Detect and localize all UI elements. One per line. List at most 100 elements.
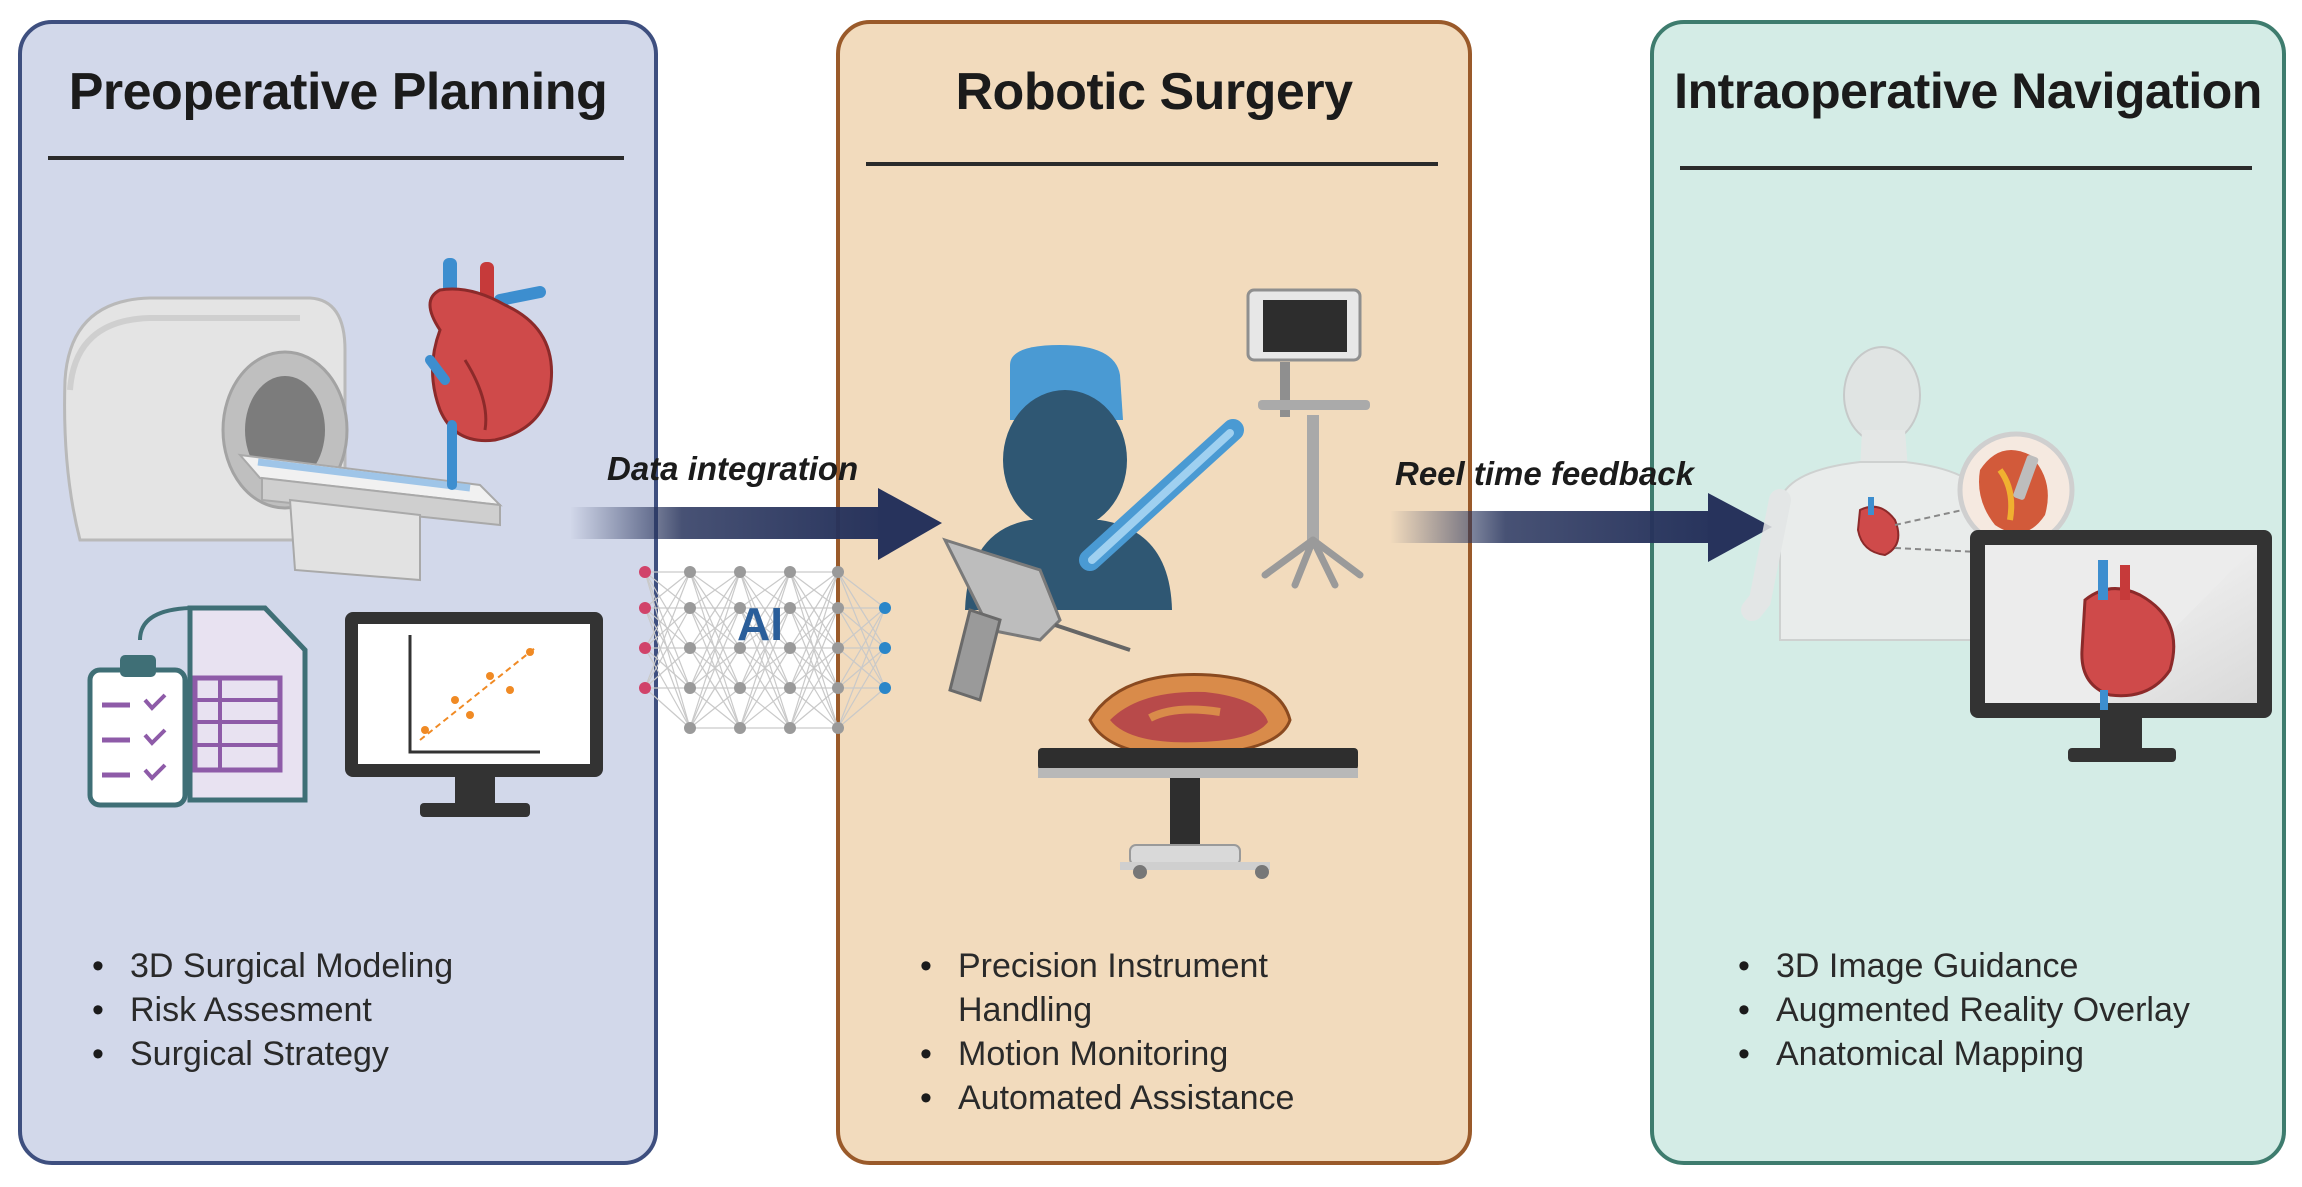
network-edge xyxy=(739,607,791,649)
network-edge xyxy=(837,571,886,649)
network-edge xyxy=(789,571,839,689)
network-edge xyxy=(689,687,741,729)
network-node xyxy=(832,682,844,694)
realtime-feedback-label: Reel time feedback xyxy=(1395,455,1694,492)
network-edge xyxy=(644,607,691,649)
bullet-list: 3D Image Guidance Augmented Reality Over… xyxy=(1734,944,2190,1076)
bullet-list: 3D Surgical Modeling Risk Assesment Surg… xyxy=(88,944,453,1076)
panel-title: Robotic Surgery xyxy=(955,63,1354,121)
panel-robotic-surgery: Robotic Surgery Precision Instrument Han… xyxy=(836,20,1472,1165)
network-node xyxy=(639,566,651,578)
human-body-icon xyxy=(1741,346,1986,641)
network-edge xyxy=(739,687,791,729)
network-edge xyxy=(837,571,886,689)
network-edge xyxy=(789,647,839,729)
network-edge xyxy=(739,571,791,689)
panel-title: Preoperative Planning xyxy=(68,63,608,121)
network-node xyxy=(832,602,844,614)
bullet-item: 3D Image Guidance xyxy=(1734,944,2190,988)
panel-preoperative-planning: Preoperative Planning 3D Surgical Modeli… xyxy=(18,20,658,1165)
network-edge xyxy=(789,607,839,729)
neural-network-icon xyxy=(639,566,891,734)
operating-table-icon xyxy=(1038,673,1358,879)
network-edge xyxy=(789,571,839,609)
network-node xyxy=(639,642,651,654)
network-node xyxy=(639,682,651,694)
network-edge xyxy=(789,571,839,649)
network-node xyxy=(684,682,696,694)
network-edge xyxy=(689,607,741,649)
network-node xyxy=(879,602,891,614)
realtime-feedback-arrow xyxy=(1390,493,1772,562)
network-edge xyxy=(789,607,839,649)
bullet-item: Anatomical Mapping xyxy=(1734,1032,2190,1076)
network-node xyxy=(684,642,696,654)
network-edge xyxy=(689,607,741,689)
chest-heart-icon xyxy=(1856,497,1900,557)
heart-icon xyxy=(425,258,553,490)
network-edge xyxy=(644,571,691,729)
network-edge xyxy=(837,647,886,729)
network-edge xyxy=(689,607,741,729)
bullet-item: Risk Assesment xyxy=(88,988,453,1032)
network-edge xyxy=(689,571,741,609)
bullet-item: Motion Monitoring xyxy=(916,1032,1336,1076)
monitor-heart-icon xyxy=(1970,530,2272,762)
network-node xyxy=(684,602,696,614)
network-node xyxy=(832,566,844,578)
network-node xyxy=(684,566,696,578)
network-node xyxy=(734,642,746,654)
bullet-item: Surgical Strategy xyxy=(88,1032,453,1076)
panel-title: Intraoperative Navigation xyxy=(1674,63,2262,119)
network-edge xyxy=(837,607,886,689)
network-edge xyxy=(837,687,886,729)
network-node xyxy=(784,642,796,654)
mri-scanner-icon xyxy=(63,296,503,582)
network-node xyxy=(734,722,746,734)
ai-label: AI xyxy=(737,598,783,650)
network-edge xyxy=(789,571,839,729)
title-divider xyxy=(1680,166,2252,170)
network-edge xyxy=(689,571,741,689)
network-edge xyxy=(644,647,691,689)
network-edge xyxy=(837,571,886,609)
magnified-heart-icon xyxy=(1957,431,2075,549)
bullet-item: Augmented Reality Overlay xyxy=(1734,988,2190,1032)
network-node xyxy=(832,722,844,734)
monitor-stand-icon xyxy=(1246,288,1370,589)
data-integration-label: Data integration xyxy=(607,450,859,487)
network-node xyxy=(879,642,891,654)
network-node xyxy=(784,566,796,578)
surgical-drill-icon xyxy=(942,537,1131,702)
bullet-item: 3D Surgical Modeling xyxy=(88,944,453,988)
title-divider xyxy=(48,156,624,160)
network-edge xyxy=(644,607,691,689)
network-node xyxy=(734,682,746,694)
network-edge xyxy=(739,607,791,729)
bullet-item: Precision Instrument Handling xyxy=(916,944,1336,1032)
network-edge xyxy=(739,607,791,689)
network-node xyxy=(784,722,796,734)
network-edge xyxy=(644,687,691,729)
bullet-list: Precision Instrument Handling Motion Mon… xyxy=(916,944,1336,1120)
surgeon-icon xyxy=(965,345,1244,610)
title-divider xyxy=(866,162,1438,166)
network-edge xyxy=(789,687,839,729)
network-edge xyxy=(739,571,791,609)
network-edge xyxy=(644,571,691,609)
network-node xyxy=(832,642,844,654)
network-edge xyxy=(739,571,791,649)
network-edge xyxy=(739,647,791,729)
network-node xyxy=(734,566,746,578)
network-edge xyxy=(689,647,741,729)
clipboard-icon xyxy=(87,605,308,808)
network-node xyxy=(879,682,891,694)
data-integration-arrow xyxy=(570,488,942,560)
network-edge xyxy=(689,571,741,649)
network-node xyxy=(784,602,796,614)
network-node xyxy=(734,602,746,614)
network-edge xyxy=(837,607,886,649)
network-edge xyxy=(644,571,691,689)
bullet-item: Automated Assistance xyxy=(916,1076,1336,1120)
